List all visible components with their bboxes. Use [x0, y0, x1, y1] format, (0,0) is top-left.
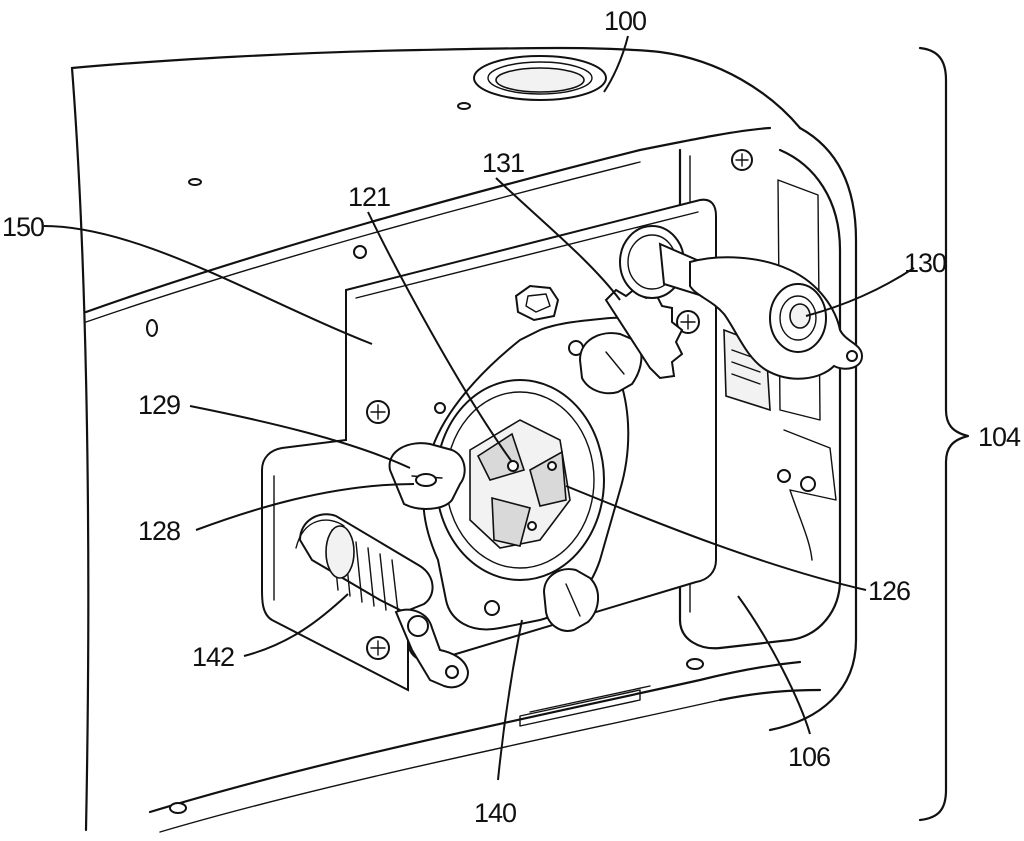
leader-130	[805, 267, 915, 317]
label-106: 106	[788, 742, 830, 772]
label-128: 128	[138, 516, 180, 546]
label-131: 131	[482, 148, 524, 178]
label-140: 140	[474, 798, 516, 828]
leader-100	[603, 35, 629, 93]
leader-128	[195, 483, 415, 531]
label-121: 121	[348, 182, 390, 212]
leader-150	[43, 225, 373, 345]
leader-lines	[43, 35, 915, 781]
leader-129	[189, 405, 411, 469]
leader-140	[497, 619, 523, 781]
lever-handle	[689, 256, 864, 380]
label-129: 129	[138, 390, 180, 420]
label-126: 126	[868, 576, 910, 606]
spring-assembly	[295, 513, 470, 689]
leader-121	[367, 211, 513, 463]
reference-labels: 100 150 121 131 130 104 129 128 126 142 …	[2, 6, 1022, 828]
label-130: 130	[904, 248, 946, 278]
leader-126	[565, 485, 867, 591]
slot-blocks	[388, 284, 643, 632]
label-104: 104	[978, 422, 1021, 452]
leader-131	[495, 177, 621, 301]
leader-106	[737, 595, 811, 735]
leader-142	[243, 593, 349, 657]
label-100: 100	[604, 6, 646, 36]
cam-plate	[422, 316, 645, 631]
bracket-104	[918, 46, 970, 822]
housing	[70, 46, 858, 833]
label-142: 142	[192, 642, 234, 672]
label-150: 150	[2, 212, 44, 242]
